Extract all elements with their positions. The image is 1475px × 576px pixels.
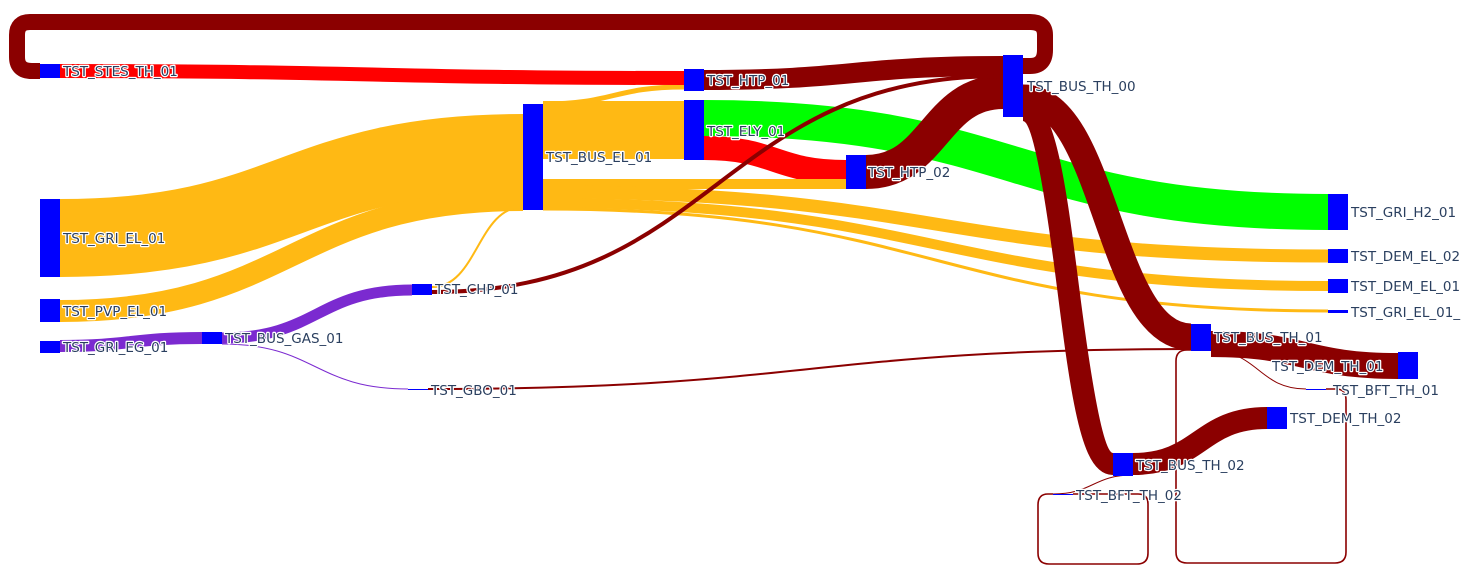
flow-tst-bus-el-01-to-tst-gri-el-01-[interactable] <box>542 207 1329 313</box>
node-tst-pvp-el-01[interactable] <box>40 299 60 322</box>
node-tst-gri-el-01[interactable] <box>40 199 60 277</box>
sankey-links <box>9 14 1399 565</box>
node-tst-dem-th-02[interactable] <box>1267 407 1287 429</box>
node-label-tst-chp-01: TST_CHP_01 <box>434 282 518 298</box>
flow-tst-bus-el-01-to-tst-htp-01[interactable] <box>542 84 685 107</box>
node-tst-gri-eg-01[interactable] <box>40 341 60 353</box>
node-label-tst-ely-01: TST_ELY_01 <box>706 124 785 140</box>
flow-tst-htp-02-to-tst-bus-th-00[interactable] <box>864 75 1005 189</box>
node-tst-gbo-01[interactable] <box>408 389 428 390</box>
node-label-tst-pvp-el-01: TST_PVP_EL_01 <box>62 304 167 320</box>
node-tst-dem-el-01[interactable] <box>1328 279 1348 293</box>
node-label-tst-bft-th-01: TST_BFT_TH_01 <box>1332 383 1439 399</box>
flow-tst-bus-th-01-to-tst-dem-th-01[interactable] <box>1210 331 1399 379</box>
node-tst-chp-01[interactable] <box>412 284 432 295</box>
flow-tst-gri-eg-01-to-tst-bus-gas-01[interactable] <box>59 332 203 352</box>
node-label-tst-dem-th-01: TST_DEM_TH_01 <box>1271 359 1383 375</box>
node-label-tst-gbo-01: TST_GBO_01 <box>430 383 517 399</box>
node-label-tst-gri-eg-01: TST_GRI_EG_01 <box>62 340 168 356</box>
flow-tst-gbo-01-to-tst-bus-th-01[interactable] <box>427 348 1192 390</box>
node-label-tst-stes-th-01: TST_STES_TH_01 <box>62 64 178 80</box>
node-label-tst-dem-el-02: TST_DEM_EL_02 <box>1350 249 1460 265</box>
flow-tst-gri-el-01-to-tst-bus-el-01[interactable] <box>59 114 524 277</box>
node-tst-gri-h2-01[interactable] <box>1328 194 1348 230</box>
node-label-tst-bus-th-02: TST_BUS_TH_02 <box>1135 458 1245 474</box>
flow-tst-pvp-el-01-to-tst-bus-el-01[interactable] <box>59 189 524 322</box>
flow-tst-bus-th-02-to-tst-dem-th-02[interactable] <box>1132 407 1268 475</box>
node-label-tst-bus-gas-01: TST_BUS_GAS_01 <box>224 331 343 347</box>
flow-tst-stes-th-01-to-tst-htp-01[interactable] <box>59 64 685 85</box>
node-tst-stes-th-01[interactable] <box>40 64 60 78</box>
flow-tst-bft-th-01-to-tst-bus-th-01[interactable] <box>1175 349 1347 564</box>
node-tst-dem-el-02[interactable] <box>1328 249 1348 263</box>
flow-tst-ely-01-to-tst-htp-02[interactable] <box>703 136 847 184</box>
flow-tst-bus-th-01-to-tst-bft-th-01[interactable] <box>1210 350 1307 390</box>
flow-tst-bus-th-00-to-tst-bus-th-02[interactable] <box>1019 99 1117 475</box>
node-label-tst-bft-th-02: TST_BFT_TH_02 <box>1075 488 1182 504</box>
flow-tst-bus-gas-01-to-tst-chp-01[interactable] <box>221 284 413 344</box>
flow-tst-chp-01-to-tst-bus-th-00[interactable] <box>431 74 1004 294</box>
node-label-tst-dem-el-01: TST_DEM_EL_01 <box>1350 279 1460 295</box>
flow-tst-htp-01-to-tst-bus-th-00[interactable] <box>703 56 1004 90</box>
node-tst-bus-th-01[interactable] <box>1191 324 1211 351</box>
node-tst-htp-02[interactable] <box>846 155 866 189</box>
node-tst-htp-01[interactable] <box>684 69 704 91</box>
node-label-tst-gri-h2-01: TST_GRI_H2_01 <box>1350 205 1456 221</box>
node-label-tst-bus-th-00: TST_BUS_TH_00 <box>1026 79 1136 95</box>
node-tst-bus-th-02[interactable] <box>1113 453 1133 476</box>
flow-tst-bus-gas-01-to-tst-gbo-01[interactable] <box>221 343 409 390</box>
flow-tst-bus-el-01-to-tst-dem-el-01[interactable] <box>542 198 1329 291</box>
node-label-tst-dem-th-02: TST_DEM_TH_02 <box>1289 411 1401 427</box>
flow-tst-bft-th-02-to-tst-bus-th-02[interactable] <box>1037 493 1149 565</box>
node-tst-gri-el-01-[interactable] <box>1328 310 1348 313</box>
node-tst-bus-th-00[interactable] <box>1003 55 1023 117</box>
node-tst-ely-01[interactable] <box>684 100 704 160</box>
flow-tst-ely-01-to-tst-gri-h2-01[interactable] <box>703 100 1329 230</box>
sankey-nodes <box>40 55 1418 495</box>
node-label-tst-gri-el-01-: TST_GRI_EL_01_ <box>1350 305 1460 321</box>
node-label-tst-htp-01: TST_HTP_01 <box>706 73 789 89</box>
node-tst-dem-th-01[interactable] <box>1398 352 1418 379</box>
node-label-tst-htp-02: TST_HTP_02 <box>867 165 950 181</box>
node-tst-bft-th-02[interactable] <box>1053 494 1073 495</box>
flow-tst-bus-th-00-to-tst-stes-th-01[interactable] <box>9 14 1053 79</box>
flow-tst-bus-el-01-to-tst-dem-el-02[interactable] <box>542 185 1329 263</box>
flow-tst-chp-01-to-tst-bus-el-01[interactable] <box>431 206 524 288</box>
flow-tst-bus-th-00-to-tst-bus-th-01[interactable] <box>1021 84 1193 351</box>
node-tst-bft-th-01[interactable] <box>1306 389 1326 390</box>
node-tst-bus-gas-01[interactable] <box>202 332 222 344</box>
node-label-tst-bus-th-01: TST_BUS_TH_01 <box>1213 330 1323 346</box>
node-label-tst-gri-el-01: TST_GRI_EL_01 <box>62 231 165 247</box>
node-tst-bus-el-01[interactable] <box>523 104 543 210</box>
node-label-tst-bus-el-01: TST_BUS_EL_01 <box>545 150 652 166</box>
